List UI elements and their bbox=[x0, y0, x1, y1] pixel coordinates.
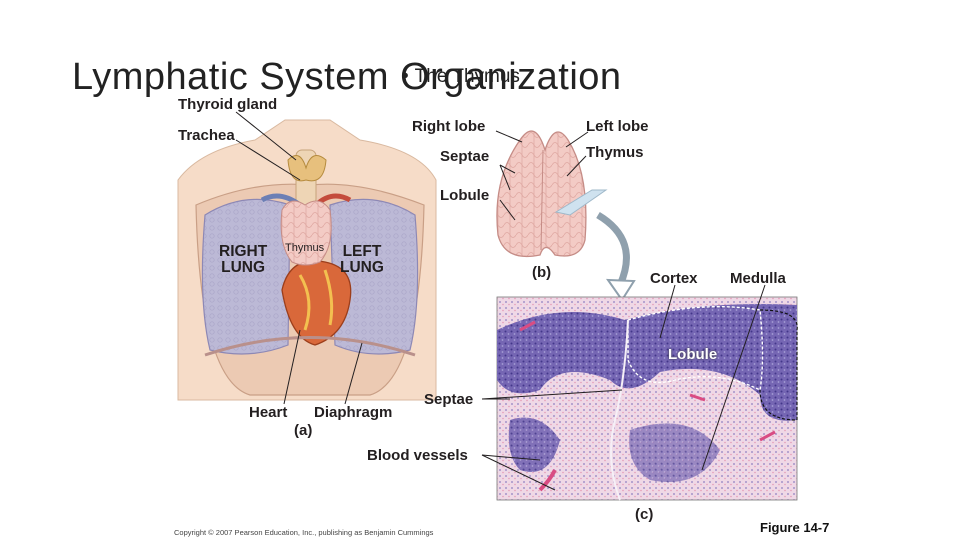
panel-c-label: (c) bbox=[635, 506, 654, 523]
bullet-text: The Thymus bbox=[414, 66, 520, 87]
label-lobule-c: Lobule bbox=[668, 346, 718, 363]
panel-a-torso bbox=[177, 119, 437, 401]
label-thymus-b: Thymus bbox=[586, 144, 644, 161]
slide-title: Lymphatic System Organization bbox=[72, 56, 622, 98]
panel-b-label: (b) bbox=[532, 264, 552, 281]
diaphragm bbox=[204, 336, 416, 357]
label-medulla: Medulla bbox=[730, 270, 786, 287]
label-septae-c: Septae bbox=[424, 391, 474, 408]
thyroid-gland bbox=[287, 155, 327, 182]
label-lobule-b: Lobule bbox=[440, 187, 490, 204]
right-lung bbox=[201, 198, 291, 355]
label-thyroid-gland: Thyroid gland bbox=[178, 96, 278, 113]
label-right-lobe: Right lobe bbox=[412, 118, 486, 135]
panel-b-thymus bbox=[496, 130, 636, 302]
label-heart: Heart bbox=[249, 404, 288, 421]
left-lung bbox=[329, 198, 419, 355]
label-diaphragm: Diaphragm bbox=[314, 404, 393, 421]
bullet-marker: • bbox=[402, 66, 409, 87]
label-left-lung: LEFT LUNG bbox=[340, 243, 384, 276]
label-left-lobe: Left lobe bbox=[586, 118, 649, 135]
label-septae-b: Septae bbox=[440, 148, 490, 165]
figure-number: Figure 14-7 bbox=[760, 520, 830, 535]
leader-lines bbox=[235, 111, 766, 491]
label-trachea: Trachea bbox=[178, 127, 235, 144]
label-blood-vessels: Blood vessels bbox=[367, 447, 468, 464]
panel-c-histology bbox=[496, 296, 798, 501]
label-chest-thymus: Thymus bbox=[285, 242, 325, 254]
chest-thymus bbox=[280, 200, 332, 266]
panel-a-label: (a) bbox=[294, 422, 313, 439]
bullet-item: •The Thymus bbox=[402, 66, 520, 88]
label-right-lung: RIGHT LUNG bbox=[219, 243, 268, 276]
label-cortex: Cortex bbox=[650, 270, 698, 287]
copyright-notice: Copyright © 2007 Pearson Education, Inc.… bbox=[174, 528, 434, 537]
